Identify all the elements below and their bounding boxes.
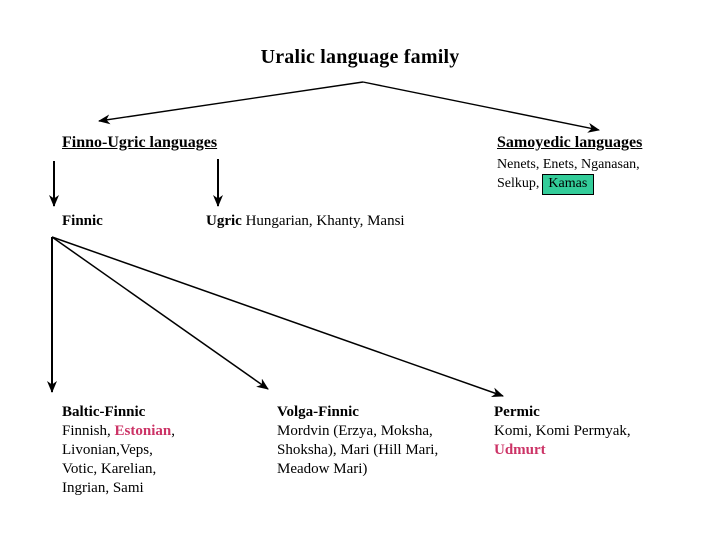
node-finno-ugric-languages: Finno-Ugric languages bbox=[62, 134, 218, 151]
baltic-finnic-line3: Votic, Karelian, bbox=[62, 461, 157, 477]
ugric-members: Hungarian, Khanty, Mansi bbox=[245, 213, 405, 229]
baltic-finnic-line1-suffix: , bbox=[171, 423, 175, 439]
permic-line1: Komi, Komi Permyak, bbox=[494, 423, 631, 439]
samoyedic-members-line1: Nenets, Enets, Nganasan, bbox=[497, 157, 640, 172]
node-baltic-finnic: Baltic-Finnic bbox=[62, 404, 146, 420]
arrow-finnic-to-permic bbox=[51, 236, 504, 398]
kamas-highlight-box: Kamas bbox=[542, 174, 595, 195]
volga-finnic-block: Volga-Finnic Mordvin (Erzya, Moksha, Sho… bbox=[277, 403, 438, 479]
page-title: Uralic language family bbox=[260, 46, 460, 68]
baltic-finnic-line4: Ingrian, Sami bbox=[62, 480, 144, 496]
node-finnic: Finnic bbox=[62, 213, 103, 229]
node-samoyedic-languages: Samoyedic languages bbox=[497, 134, 643, 151]
samoyedic-members-line2-prefix: Selkup, bbox=[497, 176, 540, 191]
baltic-finnic-block: Baltic-Finnic Finnish, Estonian, Livonia… bbox=[62, 403, 175, 498]
node-permic: Permic bbox=[494, 404, 540, 420]
volga-finnic-line3: Meadow Mari) bbox=[277, 461, 368, 477]
samoyedic-member-list: Nenets, Enets, Nganasan, Selkup,Kamas bbox=[497, 155, 640, 195]
arrow-finnic-to-volga-finnic bbox=[51, 236, 269, 390]
volga-finnic-line2: Shoksha), Mari (Hill Mari, bbox=[277, 442, 439, 458]
permic-block: Permic Komi, Komi Permyak, Udmurt bbox=[494, 403, 631, 460]
udmurt-highlight: Udmurt bbox=[494, 442, 546, 458]
baltic-finnic-line1-prefix: Finnish, bbox=[62, 423, 115, 439]
node-volga-finnic: Volga-Finnic bbox=[277, 404, 359, 420]
arrow-root-to-samoyedic bbox=[362, 81, 600, 133]
node-ugric: Ugric Hungarian, Khanty, Mansi bbox=[206, 213, 405, 230]
samoyedic-members-line2: Selkup,Kamas bbox=[497, 174, 640, 195]
estonian-highlight: Estonian bbox=[114, 423, 172, 439]
arrow-root-to-finno-ugric bbox=[98, 81, 364, 125]
baltic-finnic-line2: Livonian,Veps, bbox=[62, 442, 153, 458]
baltic-finnic-line1: Finnish, Estonian, bbox=[62, 422, 175, 441]
volga-finnic-line1: Mordvin (Erzya, Moksha, bbox=[277, 423, 433, 439]
ugric-label: Ugric bbox=[206, 213, 242, 229]
